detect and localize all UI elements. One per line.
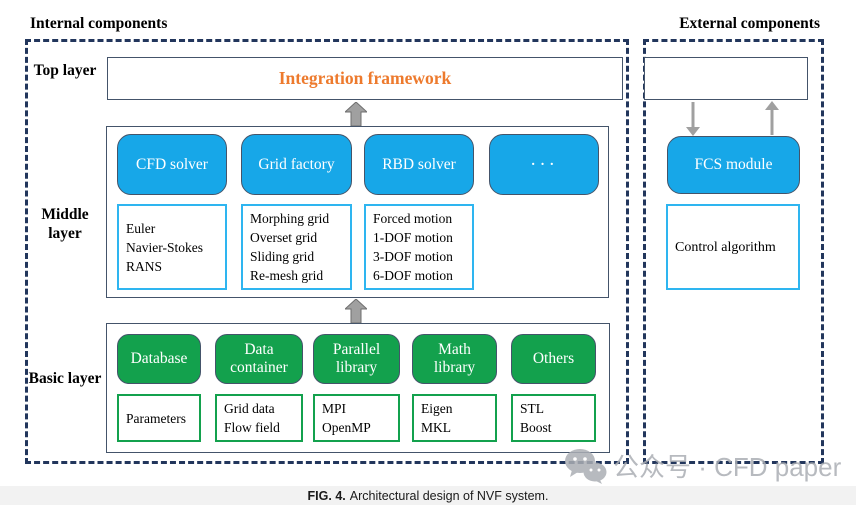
basic-layer-label: Basic layer (28, 370, 102, 387)
parallel-library-module: Parallel library (313, 334, 400, 384)
cfd-solver-module: CFD solver (117, 134, 227, 195)
watermark: 公众号 · CFD paper (564, 447, 841, 484)
list-item: Grid data (224, 401, 275, 416)
math-library-module: Math library (412, 334, 497, 384)
database-module: Database (117, 334, 201, 384)
list-item: Sliding grid (250, 249, 315, 264)
more-modules-ellipsis: ··· (489, 134, 599, 195)
middle-layer-label: Middle layer (41, 206, 89, 242)
list-item: Flow field (224, 420, 280, 435)
list-item: Forced motion (373, 211, 453, 226)
figure-caption: FIG. 4. Architectural design of NVF syst… (0, 486, 856, 505)
list-item: 1-DOF motion (373, 230, 453, 245)
up-arrow-basic-to-middle-icon (345, 299, 367, 323)
list-item: OpenMP (322, 420, 371, 435)
list-item: 3-DOF motion (373, 249, 453, 264)
integration-framework-extension-box (644, 57, 808, 100)
external-components-box (643, 39, 824, 464)
list-item: Overset grid (250, 230, 318, 245)
others-items: STL Boost (511, 394, 596, 442)
grid-factory-items: Morphing grid Overset grid Sliding grid … (241, 204, 352, 290)
list-item: RANS (126, 258, 163, 274)
top-layer-label: Top layer (33, 62, 97, 79)
math-library-items: Eigen MKL (412, 394, 497, 442)
list-item: Re-mesh grid (250, 268, 324, 283)
list-item: Boost (520, 420, 552, 435)
internal-components-box (25, 39, 629, 464)
external-components-label: External components (679, 15, 820, 32)
exchange-arrows-icon (686, 101, 779, 136)
list-item: Navier-Stokes (126, 239, 203, 255)
wechat-icon (564, 448, 608, 484)
list-item: MPI (322, 401, 347, 416)
list-item: Parameters (126, 410, 186, 426)
parallel-library-items: MPI OpenMP (313, 394, 400, 442)
list-item: MKL (421, 420, 451, 435)
integration-framework-title: Integration framework (278, 68, 452, 88)
others-module: Others (511, 334, 596, 384)
integration-framework-box: Integration framework (107, 57, 623, 100)
control-algorithm-box: Control algorithm (666, 204, 800, 290)
figure-caption-text: Architectural design of NVF system. (349, 488, 549, 503)
list-item: Euler (126, 220, 156, 236)
data-container-items: Grid data Flow field (215, 394, 303, 442)
list-item: 6-DOF motion (373, 268, 453, 283)
list-item: STL (520, 401, 545, 416)
rbd-solver-module: RBD solver (364, 134, 474, 195)
fcs-module: FCS module (667, 136, 800, 194)
data-container-module: Data container (215, 334, 303, 384)
grid-factory-module: Grid factory (241, 134, 352, 195)
list-item: Eigen (421, 401, 453, 416)
list-item: Morphing grid (250, 211, 330, 226)
watermark-text: 公众号 · CFD paper (613, 452, 842, 482)
up-arrow-middle-to-top-icon (345, 102, 367, 126)
internal-components-label: Internal components (30, 15, 168, 32)
cfd-solver-items: Euler Navier-Stokes RANS (117, 204, 227, 290)
rbd-solver-items: Forced motion 1-DOF motion 3-DOF motion … (364, 204, 474, 290)
list-item: Control algorithm (675, 239, 776, 255)
database-items: Parameters (117, 394, 201, 442)
figure-number: FIG. 4. (307, 488, 346, 503)
